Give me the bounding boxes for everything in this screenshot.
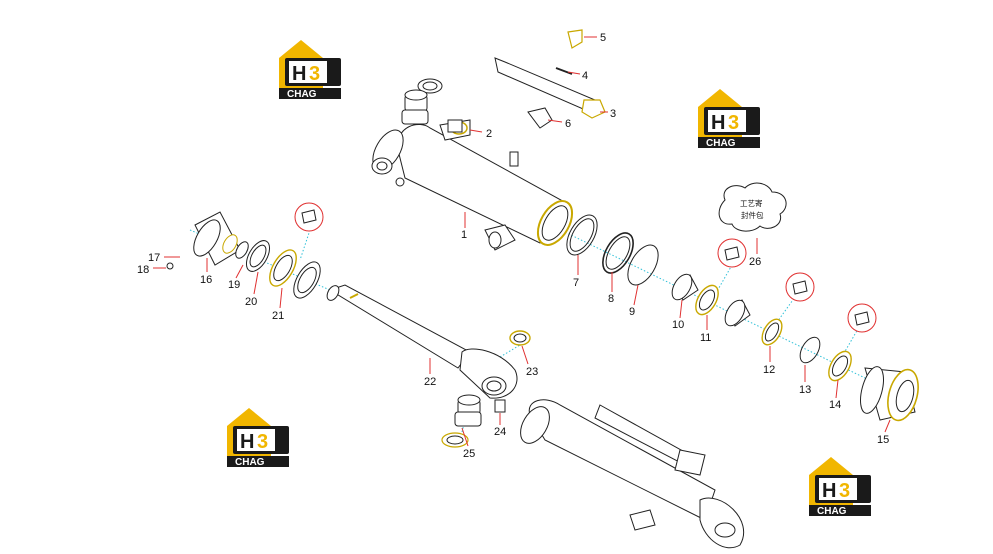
piston-head <box>166 211 249 270</box>
callout-23: 23 <box>526 366 538 378</box>
logo-word: CHAG <box>706 138 736 149</box>
logo-word: CHAG <box>287 89 317 100</box>
callout-14: 14 <box>829 399 841 411</box>
port-fittings <box>401 78 468 135</box>
callout-26: 26 <box>749 256 761 268</box>
tie-rod-assembly <box>494 29 606 129</box>
bubble-text-line-2: 封件包 <box>741 210 764 220</box>
callout-7: 7 <box>573 277 579 289</box>
bubble-text-line-1: 工艺寄 <box>740 198 763 208</box>
callout-12: 12 <box>763 364 775 376</box>
piston-rod <box>326 284 518 399</box>
callout-6: 6 <box>565 118 571 130</box>
callout-18: 18 <box>137 264 149 276</box>
callout-5: 5 <box>600 32 606 44</box>
callout-8: 8 <box>608 293 614 305</box>
rod-end-parts <box>441 330 531 448</box>
callout-9: 9 <box>629 306 635 318</box>
callout-4: 4 <box>582 70 588 82</box>
seal-kit-icons <box>294 202 877 333</box>
watermark-logo-3: CHAG <box>227 408 289 468</box>
seal-rings-middle <box>566 214 659 286</box>
callout-2: 2 <box>486 128 492 140</box>
gland-head <box>860 366 919 422</box>
piston-seal-group <box>671 273 852 382</box>
callout-19: 19 <box>228 279 240 291</box>
callout-16: 16 <box>200 274 212 286</box>
callout-22: 22 <box>424 376 436 388</box>
seal-rings-left <box>245 240 321 299</box>
callout-17: 17 <box>148 252 160 264</box>
callout-11: 11 <box>700 332 711 344</box>
callout-21: 21 <box>272 310 284 322</box>
leader-lines <box>153 36 891 447</box>
assembled-cylinder <box>520 399 745 549</box>
seal-kit-bubble: 工艺寄 封件包 <box>718 182 787 232</box>
watermark-logo-2: CHAG <box>698 89 760 149</box>
watermark-logo-1: CHAG <box>279 40 341 100</box>
callout-24: 24 <box>494 426 506 438</box>
callout-13: 13 <box>799 384 811 396</box>
logo-word: CHAG <box>235 457 265 468</box>
watermark-logo-4: CHAG <box>809 457 871 517</box>
logo-word: CHAG <box>817 506 847 517</box>
callout-labels: 1 2 3 4 5 6 7 8 9 10 11 12 13 14 15 16 1… <box>137 32 889 460</box>
callout-15: 15 <box>877 434 889 446</box>
callout-1: 1 <box>461 229 467 241</box>
callout-3: 3 <box>610 108 616 120</box>
callout-10: 10 <box>672 319 684 331</box>
callout-20: 20 <box>245 296 257 308</box>
callout-25: 25 <box>463 448 475 460</box>
cylinder-barrel <box>371 119 574 251</box>
